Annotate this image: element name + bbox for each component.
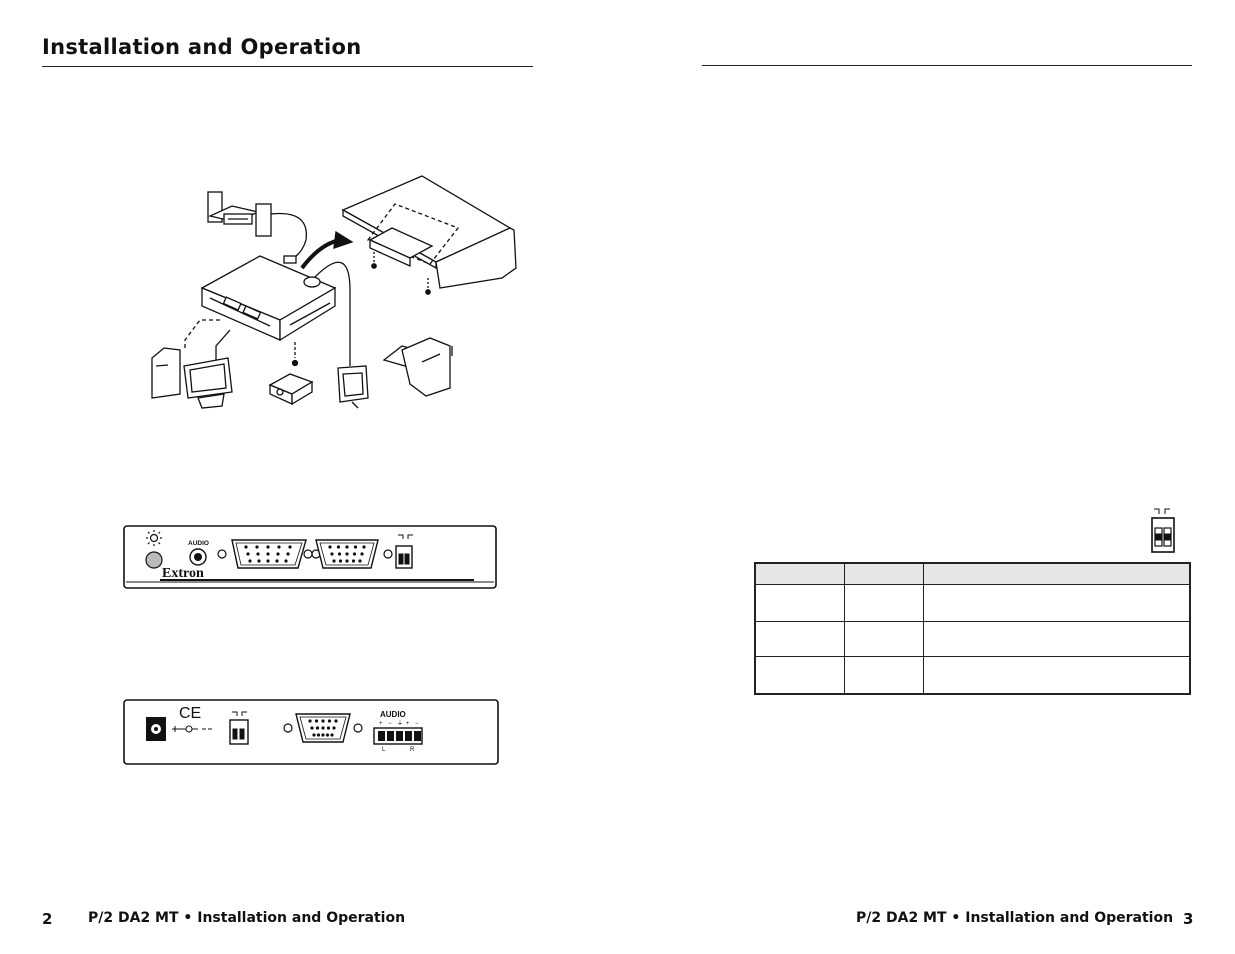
connector-pin [345,545,349,549]
connector-pin [286,552,290,556]
audio-terminal-sign: − [415,721,419,727]
connector-pin [353,545,358,549]
connector-pin [284,559,288,563]
connector-pin [244,545,248,549]
rear-panel-diagram: CE AUDIO L R +−⏚+− [123,699,499,765]
audio-terminal [405,731,412,741]
connector-pin [360,552,364,556]
front-audio-label: AUDIO [188,540,209,547]
connector-pin [332,726,336,730]
title-rule [42,66,533,67]
audio-terminal [387,731,394,741]
left-footer: P/2 DA2 MT • Installation and Operation [88,910,406,926]
connector-pin [325,733,330,737]
dip-switch-icon-right [1151,508,1175,553]
audio-terminal [414,731,421,741]
connector-pin [277,545,281,549]
audio-system-icon [207,191,272,237]
connector-pin [338,559,343,563]
connector-pin [246,552,250,556]
connector-pin [327,719,332,723]
connector-pin [337,552,342,556]
audio-terminal [378,731,385,741]
row-divider [756,656,1189,657]
column-divider [844,564,845,693]
connector-pin [345,552,349,556]
dip-switch-table [754,562,1191,695]
connector-pin [336,545,341,549]
channel-r-label: R [410,747,415,753]
connector-pin [275,559,279,563]
dip-switch-icon [395,534,413,569]
table-mount-illustration [341,175,517,295]
right-top-rule [702,65,1192,66]
connector-pin [330,733,334,737]
connector-pin [345,559,349,563]
connector-pin [316,733,321,737]
page-title: Installation and Operation [42,35,362,59]
audio-terminal-sign: ⏚ [397,720,403,727]
connector-pin [257,559,261,563]
installation-diagram [151,175,517,409]
connector-pin [351,559,356,563]
channel-l-label: L [382,747,386,753]
audio-terminal-sign: + [379,721,383,727]
connector-pin [332,559,336,563]
computer-icon [151,347,233,409]
connector-pin [288,545,292,549]
audio-terminal-sign: + [406,721,410,727]
connector-pin [248,559,252,563]
connector-pin [312,733,316,737]
connector-pin [266,552,270,556]
connector-pin [334,719,338,723]
connector-pin [266,559,270,563]
connector-pin [328,545,332,549]
connector-pin [362,545,366,549]
connector-pin [310,726,314,730]
front-panel-diagram: AUDIO Extron [123,525,497,589]
connector-pin [326,726,331,730]
left-page-number: 2 [42,910,53,928]
connector-pin [315,726,320,730]
connector-pin [255,545,259,549]
power-led-icon [146,530,162,546]
connector-pin [352,552,357,556]
ce-mark: CE [179,705,201,722]
table-header [756,564,1189,585]
audio-terminal [396,731,403,741]
connector-pin [276,552,280,556]
connector-pin [330,552,334,556]
connector-pin [321,726,325,730]
monitor-icon [337,365,369,409]
connector-pin [308,719,312,723]
da-unit-illustration [200,255,337,342]
polarity-symbol-icon [172,725,212,733]
connector-pin [321,733,325,737]
power-jack-icon [146,717,166,741]
projector-icon [268,373,314,406]
connector-pin [321,719,325,723]
connector-pin [314,719,319,723]
right-footer: P/2 DA2 MT • Installation and Operation [856,910,1174,926]
audio-terminal-sign: − [388,721,392,727]
row-divider [756,621,1189,622]
connector-pin [358,559,362,563]
extron-logo: Extron [162,566,204,581]
rear-audio-label: AUDIO [380,710,406,719]
rear-dip-switch-icon [229,711,249,745]
column-divider [923,564,924,693]
connector-pin [266,545,270,549]
connector-pin [256,552,260,556]
right-page-number: 3 [1183,910,1194,928]
wall-bracket-illustration [382,337,453,397]
